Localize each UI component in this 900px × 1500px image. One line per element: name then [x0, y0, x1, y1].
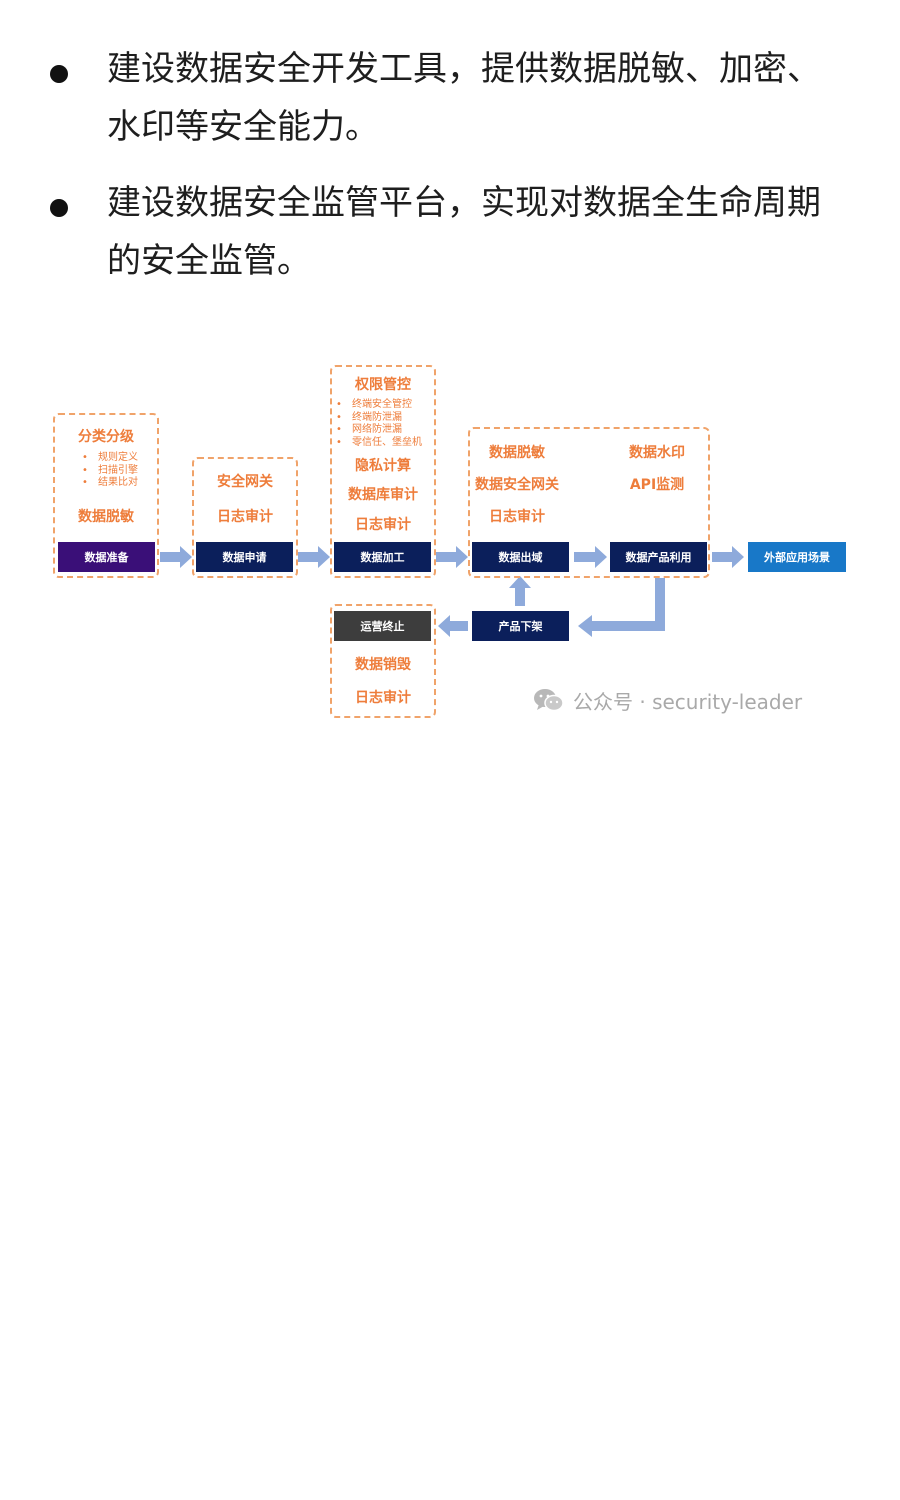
- bullet-text-line: 的安全监管。: [107, 241, 311, 281]
- flow-arrows: [160, 546, 744, 637]
- label-watermark: 数据水印: [629, 445, 685, 461]
- watermark: 公众号 · security-leader: [533, 685, 802, 715]
- label-log-audit: 日志审计: [355, 690, 411, 706]
- arrow-right-icon: [436, 546, 468, 568]
- stage-data-outbound: 数据出域: [472, 542, 569, 572]
- label-classification: 分类分级: [78, 429, 134, 445]
- panel-data-process: [330, 365, 436, 578]
- sub-item: 网络防泄漏: [336, 424, 422, 437]
- bullet-item: 建设数据安全开发工具，提供数据脱敏、加密、 水印等安全能力。: [0, 40, 900, 156]
- stage-product-offshelf: 产品下架: [472, 611, 569, 641]
- sub-list-access-control: 终端安全管控 终端防泄漏 网络防泄漏 零信任、堡垒机: [336, 399, 422, 449]
- arrow-up-icon: [509, 576, 531, 606]
- sub-list-classification: 规则定义 扫描引擎 结果比对: [82, 452, 138, 490]
- label-data-destroy: 数据销毁: [355, 657, 411, 673]
- label-db-audit: 数据库审计: [348, 487, 418, 503]
- bullet-item: 建设数据安全监管平台，实现对数据全生命周期 的安全监管。: [0, 174, 900, 290]
- bullet-dot-icon: [50, 199, 68, 217]
- sub-item: 终端安全管控: [336, 399, 422, 412]
- label-log-audit: 日志审计: [217, 509, 273, 525]
- panel-data-outbound: [468, 427, 710, 578]
- panel-data-apply: [192, 457, 298, 578]
- arrow-right-icon: [298, 546, 330, 568]
- arrow-right-icon: [160, 546, 192, 568]
- arrow-return-icon: [578, 578, 665, 637]
- label-privacy-computing: 隐私计算: [355, 458, 411, 474]
- label-access-control: 权限管控: [355, 377, 411, 393]
- stage-data-product-use: 数据产品利用: [610, 542, 707, 572]
- label-log-audit: 日志审计: [355, 517, 411, 533]
- stage-data-apply: 数据申请: [196, 542, 293, 572]
- wechat-icon: [534, 689, 564, 712]
- label-log-audit: 日志审计: [489, 509, 545, 525]
- arrow-right-icon: [712, 546, 744, 568]
- arrow-left-icon: [438, 615, 468, 637]
- stage-data-prep: 数据准备: [58, 542, 155, 572]
- sub-item: 零信任、堡垒机: [336, 437, 422, 450]
- bullet-text-line: 水印等安全能力。: [107, 107, 379, 147]
- label-desensitize: 数据脱敏: [489, 445, 545, 461]
- sub-item: 结果比对: [82, 477, 138, 490]
- panel-data-prep: [53, 413, 159, 578]
- stage-external-apps: 外部应用场景: [748, 542, 846, 572]
- bullet-text-line: 建设数据安全开发工具，提供数据脱敏、加密、: [107, 49, 821, 89]
- stage-operation-terminate: 运营终止: [334, 611, 431, 641]
- bullet-text-line: 建设数据安全监管平台，实现对数据全生命周期: [107, 183, 821, 223]
- label-security-gateway: 安全网关: [217, 474, 273, 490]
- stage-data-process: 数据加工: [334, 542, 431, 572]
- arrow-right-icon: [574, 546, 607, 568]
- sub-item: 扫描引擎: [82, 465, 138, 478]
- panel-data-terminate: [330, 604, 436, 718]
- label-desensitize: 数据脱敏: [78, 509, 134, 525]
- sub-item: 规则定义: [82, 452, 138, 465]
- label-data-security-gateway: 数据安全网关: [475, 477, 559, 493]
- bullet-list: 建设数据安全开发工具，提供数据脱敏、加密、 水印等安全能力。 建设数据安全监管平…: [0, 40, 900, 308]
- sub-item: 终端防泄漏: [336, 412, 422, 425]
- bullet-dot-icon: [50, 65, 68, 83]
- watermark-text: 公众号 · security-leader: [573, 689, 803, 714]
- label-api-monitor: API监测: [629, 477, 685, 493]
